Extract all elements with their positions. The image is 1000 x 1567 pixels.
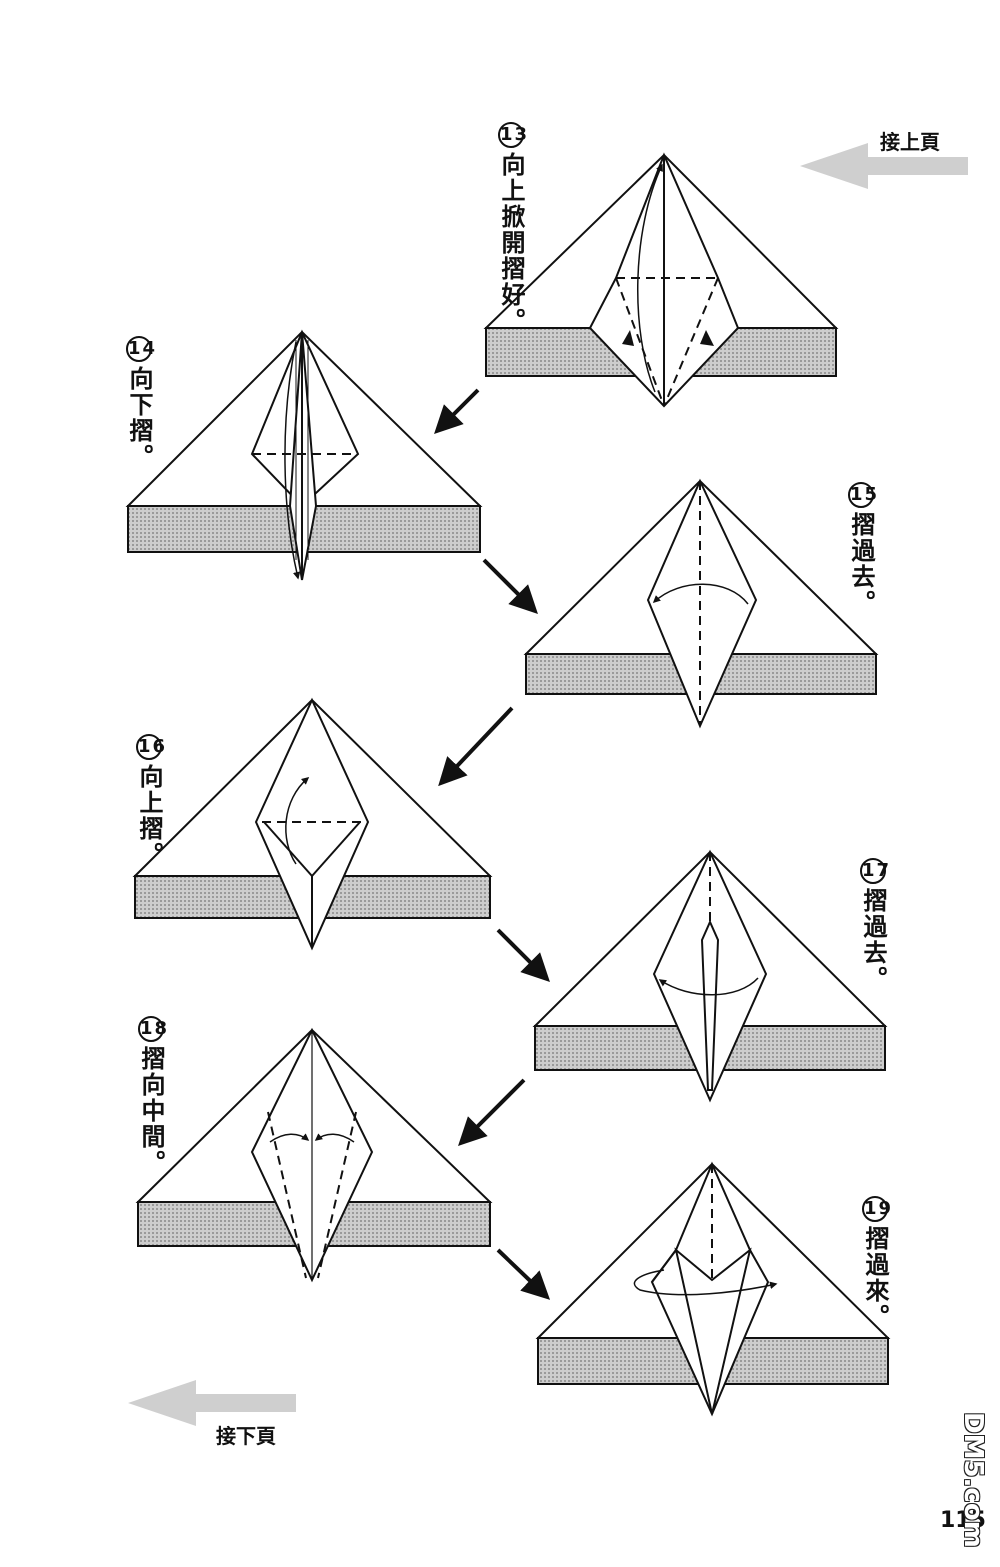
step-18-figure [135,1027,493,1283]
step-19-figure [535,1161,891,1417]
step-13-figure [483,152,839,408]
step-14-figure [125,329,483,581]
step-18-number: 18 [138,1016,167,1042]
step-13-caption: 13 向上掀開摺好。 [497,122,527,334]
step-14-text: 向下摺。 [125,366,153,470]
step-16-text: 向上摺。 [135,764,163,868]
next-page-label: 接下頁 [216,1424,276,1448]
step-15-caption: 15 摺過去。 [847,482,877,616]
next-page-arrow [128,1380,296,1426]
step-19-text: 摺過來。 [861,1226,889,1330]
step-19-number: 19 [862,1196,891,1222]
step-16-figure [132,697,493,951]
step-17-caption: 17 摺過去。 [859,858,889,992]
step-18-caption: 18 摺向中間。 [137,1016,167,1176]
step-13-number: 13 [498,122,527,148]
step-16-caption: 16 向上摺。 [135,734,165,868]
step-17-figure [532,849,888,1103]
prev-page-arrow [800,143,968,189]
step-17-text: 摺過去。 [859,888,887,992]
flow-arrow-15-16 [438,706,514,787]
step-14-number: 14 [126,336,155,362]
step-15-figure [523,478,879,729]
step-15-text: 摺過去。 [847,512,875,616]
flow-arrow-13-14 [434,388,480,434]
page-number: 115 [940,1508,986,1533]
step-13-text: 向上掀開摺好。 [497,152,525,334]
watermark-logo: DM5.com [958,1412,988,1548]
step-15-number: 15 [848,482,877,508]
flow-arrow-16-17 [496,928,550,982]
flow-arrows [434,388,551,1300]
flow-arrow-14-15 [482,558,538,614]
flow-arrow-17-18 [458,1078,526,1146]
step-16-number: 16 [136,734,165,760]
step-19-caption: 19 摺過來。 [861,1196,891,1330]
step-17-number: 17 [860,858,889,884]
step-18-text: 摺向中間。 [137,1046,165,1176]
prev-page-label: 接上頁 [880,130,940,154]
step-14-caption: 14 向下摺。 [125,336,155,470]
flow-arrow-18-19 [496,1248,551,1300]
